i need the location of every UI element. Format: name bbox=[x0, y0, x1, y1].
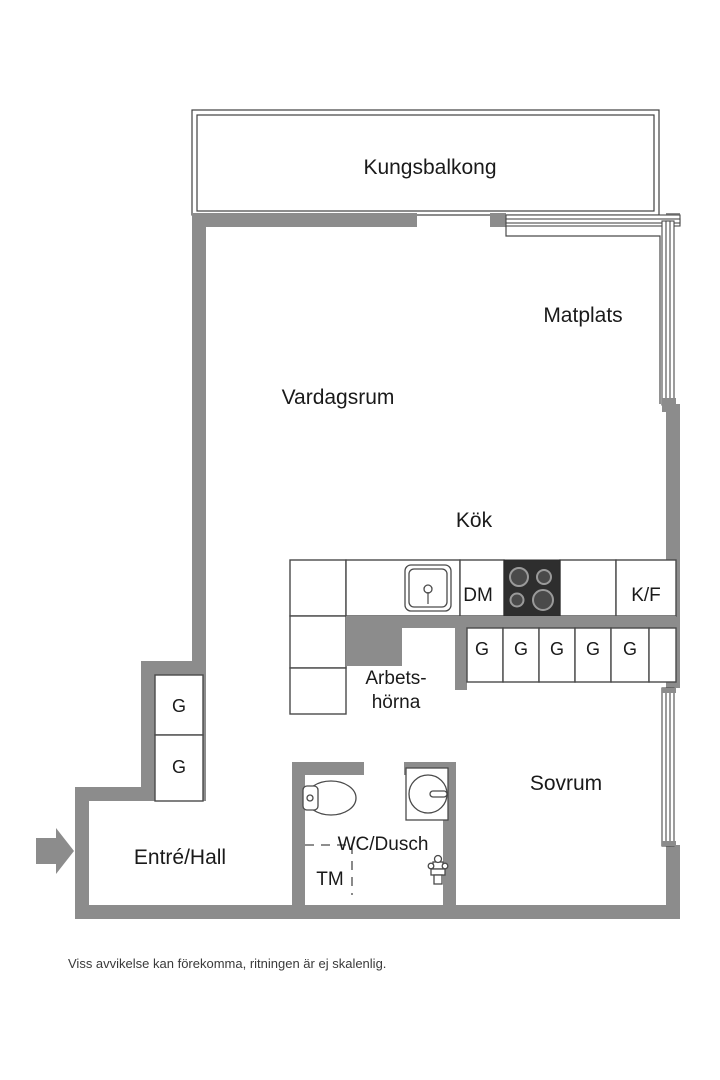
room-label-balcony: Kungsbalkong bbox=[363, 156, 496, 179]
room-label-bathroom: WC/Dusch bbox=[338, 834, 429, 855]
fixture-label-washing-machine: TM bbox=[316, 869, 343, 890]
room-label-work-corner-line2: hörna bbox=[372, 692, 421, 713]
cabinet-label-hall-g2: G bbox=[172, 757, 186, 777]
dining-window bbox=[661, 220, 676, 412]
washing-machine-outline bbox=[305, 844, 353, 895]
exterior-walls bbox=[75, 213, 680, 919]
room-label-work-corner-line1: Arbets- bbox=[365, 668, 426, 689]
cabinet-label-hall-g1: G bbox=[172, 696, 186, 716]
cabinet-label-kitchen-g4: G bbox=[586, 639, 600, 659]
room-label-bedroom: Sovrum bbox=[530, 772, 602, 795]
hall-wardrobes bbox=[154, 674, 204, 802]
room-label-hall: Entré/Hall bbox=[134, 846, 226, 869]
cabinet-label-kitchen-g2: G bbox=[514, 639, 528, 659]
kitchen-sink bbox=[404, 564, 452, 612]
room-label-kitchen: Kök bbox=[456, 509, 493, 532]
kitchen-counter-row bbox=[289, 559, 677, 715]
toilet bbox=[302, 780, 357, 816]
entrance-arrow-icon bbox=[36, 828, 74, 874]
plan-caption: Viss avvikelse kan förekomma, ritningen … bbox=[68, 956, 386, 971]
cabinet-label-kitchen-g5: G bbox=[623, 639, 637, 659]
kitchen-wall-strip bbox=[346, 616, 676, 690]
bathroom-walls bbox=[292, 762, 456, 907]
cabinet-label-kitchen-g1: G bbox=[475, 639, 489, 659]
shower-fixture bbox=[427, 854, 449, 885]
bathroom-sink bbox=[405, 767, 449, 821]
kitchen-lower-cabinets bbox=[466, 627, 677, 683]
balcony-outline bbox=[191, 109, 660, 216]
room-label-dining: Matplats bbox=[543, 304, 622, 327]
room-label-living: Vardagsrum bbox=[282, 386, 395, 409]
fixture-label-dishwasher: DM bbox=[463, 585, 493, 606]
bedroom-window bbox=[661, 687, 676, 847]
fixture-label-fridge-freezer: K/F bbox=[631, 585, 661, 606]
stove-cooktop bbox=[503, 559, 561, 617]
cabinet-label-kitchen-g3: G bbox=[550, 639, 564, 659]
